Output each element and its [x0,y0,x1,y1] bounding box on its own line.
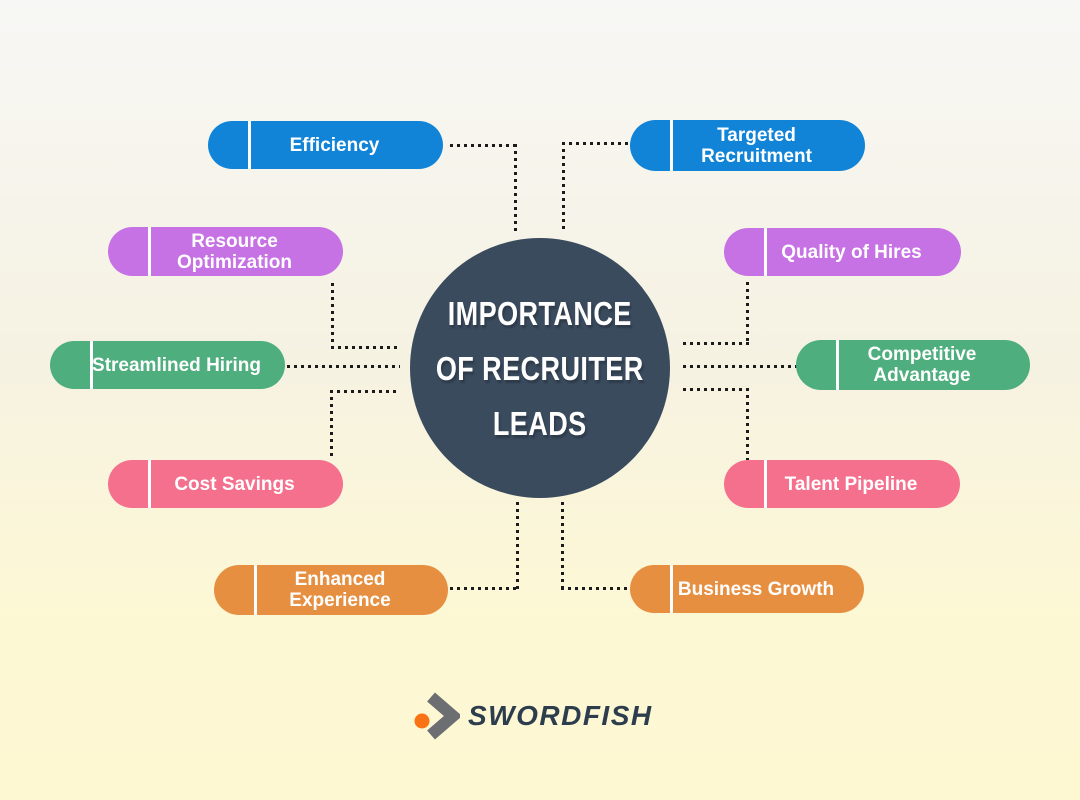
pill-resource-optimization: Resource Optimization [108,227,343,276]
swordfish-logo: SWORDFISH [414,692,653,740]
connector-business-growth-horizontal [561,587,631,590]
pill-divider [836,340,839,390]
connector-enhanced-experience-vertical [516,502,519,590]
pill-business-growth: Business Growth [630,565,864,613]
pill-label-talent-pipeline: Talent Pipeline [784,473,918,495]
pill-cost-savings: Cost Savings [108,460,343,508]
connector-resource-optimization-horizontal [331,346,399,349]
connector-targeted-recruitment-vertical [562,142,565,232]
pill-competitive-advantage: Competitive Advantage [796,340,1030,390]
pill-talent-pipeline: Talent Pipeline [724,460,960,508]
connector-competitive-advantage-horizontal [683,365,797,368]
connector-enhanced-experience-horizontal [450,587,518,590]
connector-cost-savings-vertical [330,390,333,460]
pill-quality-of-hires: Quality of Hires [724,228,961,276]
central-topic-circle: IMPORTANCE OF RECRUITER LEADS [410,238,670,498]
pill-divider [670,120,673,171]
connector-streamlined-hiring-horizontal [287,365,400,368]
pill-label-competitive-advantage: Competitive Advantage [867,344,977,386]
connector-business-growth-vertical [561,502,564,590]
connector-targeted-recruitment-horizontal [562,142,630,145]
connector-quality-of-hires-vertical [746,282,749,345]
connector-cost-savings-horizontal [330,390,396,393]
connector-efficiency-horizontal [450,144,517,147]
pill-divider [148,460,151,508]
pill-enhanced-experience: Enhanced Experience [214,565,448,615]
pill-divider [670,565,673,613]
pill-divider [248,121,251,169]
connector-resource-optimization-vertical [331,283,334,349]
pill-label-business-growth: Business Growth [677,578,835,600]
pill-label-streamlined-hiring: Streamlined Hiring [92,354,261,376]
pill-label-quality-of-hires: Quality of Hires [781,241,922,263]
connector-quality-of-hires-horizontal [683,342,749,345]
pill-divider [90,341,93,389]
pill-divider [764,228,767,276]
pill-label-resource-optimization: Resource Optimization [176,230,293,273]
pill-label-efficiency: Efficiency [289,134,380,156]
swordfish-logo-text: SWORDFISH [468,700,653,731]
pill-label-cost-savings: Cost Savings [174,473,295,495]
pill-divider [254,565,257,615]
pill-label-enhanced-experience: Enhanced Experience [289,569,391,611]
pill-divider [148,227,151,276]
connector-talent-pipeline-horizontal [683,388,749,391]
connector-efficiency-vertical [514,144,517,232]
central-topic-title: IMPORTANCE OF RECRUITER LEADS [436,294,644,442]
pill-efficiency: Efficiency [208,121,443,169]
swordfish-chevron-icon [414,692,460,740]
connector-talent-pipeline-vertical [746,388,749,460]
pill-targeted-recruitment: Targeted Recruitment [630,120,865,171]
pill-streamlined-hiring: Streamlined Hiring [50,341,285,389]
pill-divider [764,460,767,508]
pill-label-targeted-recruitment: Targeted Recruitment [701,124,812,167]
